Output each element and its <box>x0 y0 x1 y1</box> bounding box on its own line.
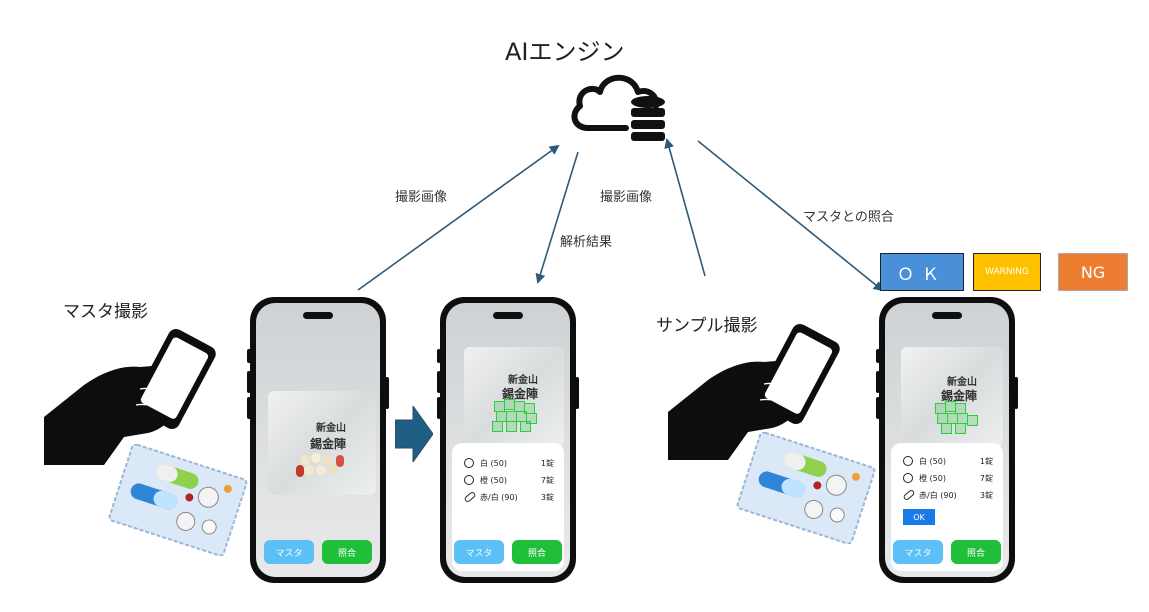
detection-box <box>941 423 952 434</box>
capsule-icon <box>463 490 477 504</box>
capsule-icon <box>902 488 916 502</box>
label-analysis-result: 解析結果 <box>560 235 613 250</box>
status-badge-ng: NG <box>1058 253 1128 291</box>
arrow-engine-to-compare <box>697 140 884 292</box>
phone-master-capture: 新金山 錫金陣 マスタ 照合 <box>247 297 389 583</box>
medicine-bag <box>464 347 564 447</box>
ok-button[interactable]: OK <box>903 509 935 525</box>
label-sample-image: 撮影画像 <box>600 190 653 205</box>
arrow-master-to-engine <box>357 144 560 291</box>
result-row: 赤/白 (90) 3錠 <box>463 490 554 505</box>
result-row: 橙 (50) 7錠 <box>464 474 554 488</box>
medicine-bag <box>901 347 1003 447</box>
check-button[interactable]: 照合 <box>322 540 372 564</box>
cloud-database-icon <box>571 74 665 141</box>
bag-title: 新金山 <box>947 377 977 388</box>
phone-screen: 新金山 錫金陣 マスタ 照合 <box>256 303 380 577</box>
detection-box <box>506 421 517 432</box>
arrow-engine-to-result <box>535 151 579 284</box>
engine-title: AIエンジン <box>505 38 625 66</box>
circle-pill-icon <box>464 475 474 485</box>
master-button[interactable]: マスタ <box>893 540 943 564</box>
detection-box <box>955 423 966 434</box>
phone-notch <box>303 312 333 319</box>
medicine-packet-icon <box>108 444 248 556</box>
result-row: 白 (50) 1錠 <box>464 457 554 471</box>
medicine-bag <box>268 391 376 495</box>
phone-button-row: マスタ 照合 <box>454 540 562 564</box>
status-badge-ok: ＯＫ <box>880 253 964 291</box>
phone-notch <box>493 312 523 319</box>
label-sample-capture: サンプル撮影 <box>656 316 758 336</box>
bag-title: 新金山 <box>508 375 538 386</box>
circle-pill-icon <box>464 458 474 468</box>
bag-subtitle: 錫金陣 <box>502 387 539 401</box>
hand-phone-icon <box>44 328 216 465</box>
result-row: 橙 (50) 7錠 <box>903 472 993 486</box>
detection-box <box>492 421 503 432</box>
phone-analysis-result: 新金山 錫金陣 白 (50) 1錠 橙 (50) 7錠 赤/白 (9 <box>437 297 579 583</box>
master-button[interactable]: マスタ <box>264 540 314 564</box>
phone-button-row: マスタ 照合 <box>264 540 372 564</box>
check-button[interactable]: 照合 <box>512 540 562 564</box>
circle-pill-icon <box>903 473 913 483</box>
detection-box <box>520 421 531 432</box>
phone-screen: 新金山 錫金陣 白 (50) 1錠 橙 (50) 7錠 赤/白 (9 <box>446 303 570 577</box>
detection-box <box>967 415 978 426</box>
label-master-compare: マスタとの照合 <box>803 210 894 225</box>
result-row: 白 (50) 1錠 <box>903 455 993 469</box>
phone-screen: 新金山 錫金陣 白 (50) 1錠 橙 (50) 7錠 赤/白 (90) <box>885 303 1009 577</box>
circle-pill-icon <box>903 456 913 466</box>
flow-arrow-icon <box>395 406 433 462</box>
master-button[interactable]: マスタ <box>454 540 504 564</box>
label-master-image: 撮影画像 <box>395 190 448 205</box>
arrow-sample-to-engine <box>664 138 706 277</box>
phone-notch <box>932 312 962 319</box>
check-button[interactable]: 照合 <box>951 540 1001 564</box>
medicine-packet-icon <box>736 432 876 544</box>
bag-subtitle: 錫金陣 <box>941 389 978 403</box>
label-master-capture: マスタ撮影 <box>63 302 148 322</box>
bag-subtitle: 錫金陣 <box>310 437 347 451</box>
phone-master-compare: 新金山 錫金陣 白 (50) 1錠 橙 (50) 7錠 赤/白 (90) <box>876 297 1018 583</box>
phone-button-row: マスタ 照合 <box>893 540 1001 564</box>
status-badge-warning: WARNING <box>973 253 1041 291</box>
result-row: 赤/白 (90) 3錠 <box>902 488 993 503</box>
bag-title: 新金山 <box>316 423 346 434</box>
hand-phone-icon <box>668 323 840 460</box>
detection-box <box>526 413 537 424</box>
